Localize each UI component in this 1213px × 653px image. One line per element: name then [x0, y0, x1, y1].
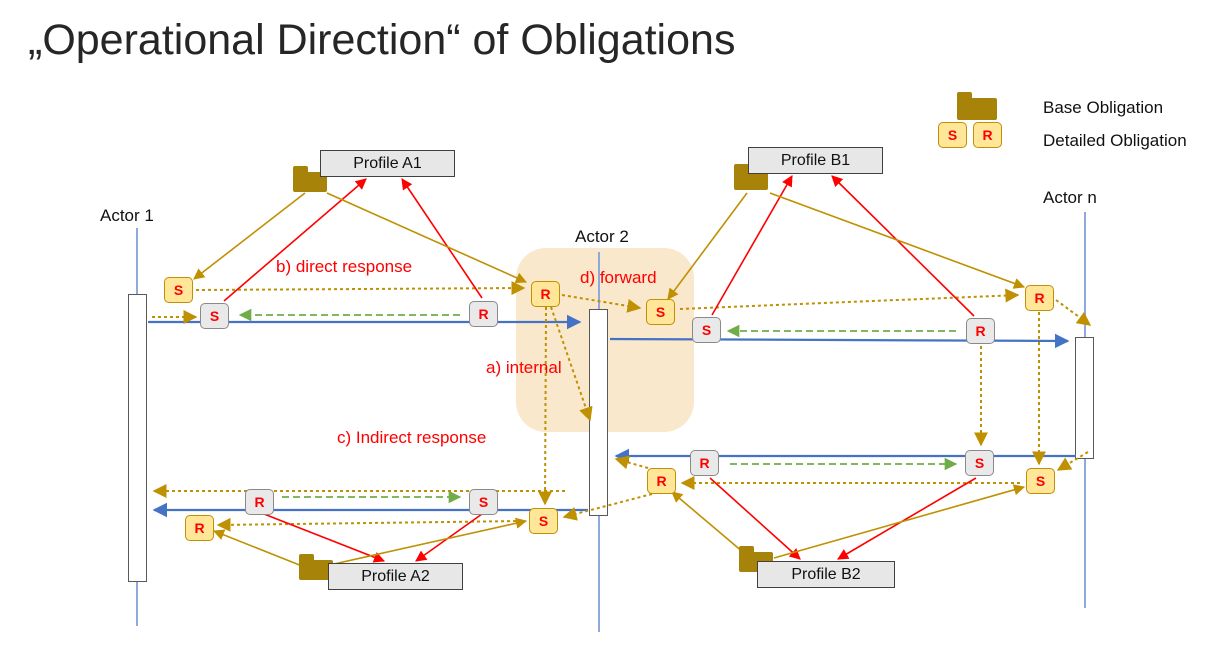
profile-box-b1: Profile B1 [748, 147, 883, 174]
base-obligation-icon [734, 164, 768, 190]
base-obligation-icon [293, 166, 327, 192]
legend-detailed-obligation-label: Detailed Obligation [1043, 131, 1187, 150]
receive-tag: R [245, 489, 274, 515]
send-tag: S [965, 450, 994, 476]
annotation-forward: d) forward [580, 268, 657, 287]
legend-send-tag: S [938, 122, 967, 148]
profile-box-a2: Profile A2 [328, 563, 463, 590]
receive-tag: R [647, 468, 676, 494]
send-tag: S [646, 299, 675, 325]
receive-tag: R [185, 515, 214, 541]
send-tag: S [200, 303, 229, 329]
profile-box-b2: Profile B2 [757, 561, 895, 588]
actor2-label: Actor 2 [575, 227, 629, 246]
activation-bar-actor2 [589, 309, 608, 516]
legend-base-obligation-icon [957, 92, 997, 120]
receive-tag: R [1025, 285, 1054, 311]
legend-base-obligation-label: Base Obligation [1043, 98, 1164, 117]
annotation-internal: a) internal [486, 358, 562, 377]
receive-tag: R [966, 318, 995, 344]
slide-title: „Operational Direction“ of Obligations [28, 16, 736, 64]
legend-receive-tag: R [973, 122, 1002, 148]
activation-bar-actorn [1075, 337, 1094, 459]
actorn-label: Actor n [1043, 188, 1097, 207]
base-obligation-icon [299, 554, 333, 580]
send-tag: S [1026, 468, 1055, 494]
receive-tag: R [690, 450, 719, 476]
actor1-label: Actor 1 [100, 206, 154, 225]
receive-tag: R [531, 281, 560, 307]
annotation-indirect-response: c) Indirect response [337, 428, 487, 447]
receive-tag: R [469, 301, 498, 327]
send-tag: S [692, 317, 721, 343]
activation-bar-actor1 [128, 294, 147, 582]
annotation-direct-response: b) direct response [276, 257, 413, 276]
profile-box-a1: Profile A1 [320, 150, 455, 177]
send-tag: S [529, 508, 558, 534]
send-tag: S [164, 277, 193, 303]
send-tag: S [469, 489, 498, 515]
